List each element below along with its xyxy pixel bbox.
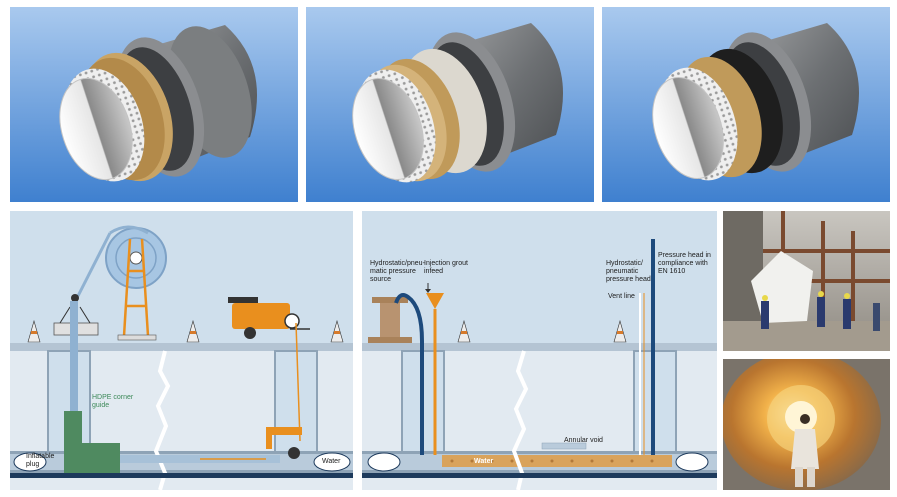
water-label-left: Water [322,458,341,465]
grout-infeed-label: Injection grout infeed [424,260,468,275]
hdpe-guide-label: HDPE corner guide [92,394,134,409]
pressure-head-en-label: Pressure head in compliance with EN 1610 [658,252,711,275]
liner-render-2 [306,7,594,202]
inflatable-plug-label: Inflatable plug [26,453,55,468]
pressure-head-label: Hydrostatic/ pneumatic pressure head [606,260,651,283]
liner-render-3 [602,7,890,202]
pressure-source-label: Hydrostatic/pneu- matic pressure source [370,260,425,283]
site-photo [723,211,890,351]
inside-pipe-photo [723,359,890,490]
grouting-diagram: Hydrostatic/pneu- matic pressure source … [362,211,717,490]
vent-line-label: Vent line [608,293,635,300]
annular-void-label: Annular void [564,437,603,444]
water-label-right: Water [474,458,494,465]
liner-render-1 [10,7,298,202]
winching-diagram: HDPE corner guide Inflatable plug Water [10,211,353,490]
